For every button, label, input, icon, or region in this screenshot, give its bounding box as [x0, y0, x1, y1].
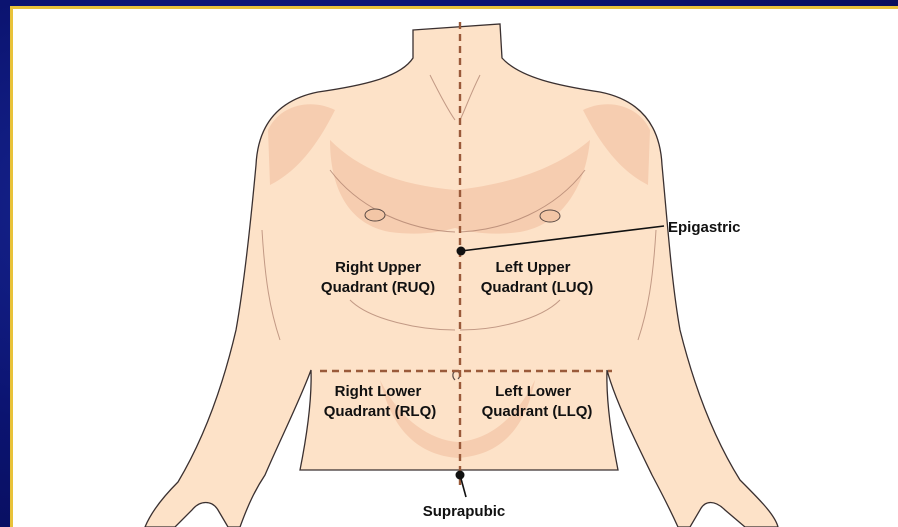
llq-label-line2: Quadrant (LLQ): [482, 403, 593, 420]
luq-label-line1: Left Upper: [496, 259, 571, 276]
llq-label-line1: Left Lower: [495, 383, 571, 400]
rlq-label-line1: Right Lower: [335, 383, 422, 400]
luq-label-line2: Quadrant (LUQ): [481, 279, 594, 296]
rlq-label-line2: Quadrant (RLQ): [324, 403, 437, 420]
left-nipple: [540, 210, 560, 222]
diagram-panel: Right Upper Quadrant (RUQ) Left Upper Qu…: [10, 6, 898, 527]
torso-quadrant-diagram: Right Upper Quadrant (RUQ) Left Upper Qu…: [13, 9, 898, 527]
ruq-label-line1: Right Upper: [335, 259, 421, 276]
epigastric-point: [457, 247, 466, 256]
suprapubic-point: [456, 471, 465, 480]
ruq-label-line2: Quadrant (RUQ): [321, 279, 435, 296]
right-nipple: [365, 209, 385, 221]
suprapubic-label: Suprapubic: [423, 503, 506, 520]
epigastric-label: Epigastric: [668, 219, 741, 236]
